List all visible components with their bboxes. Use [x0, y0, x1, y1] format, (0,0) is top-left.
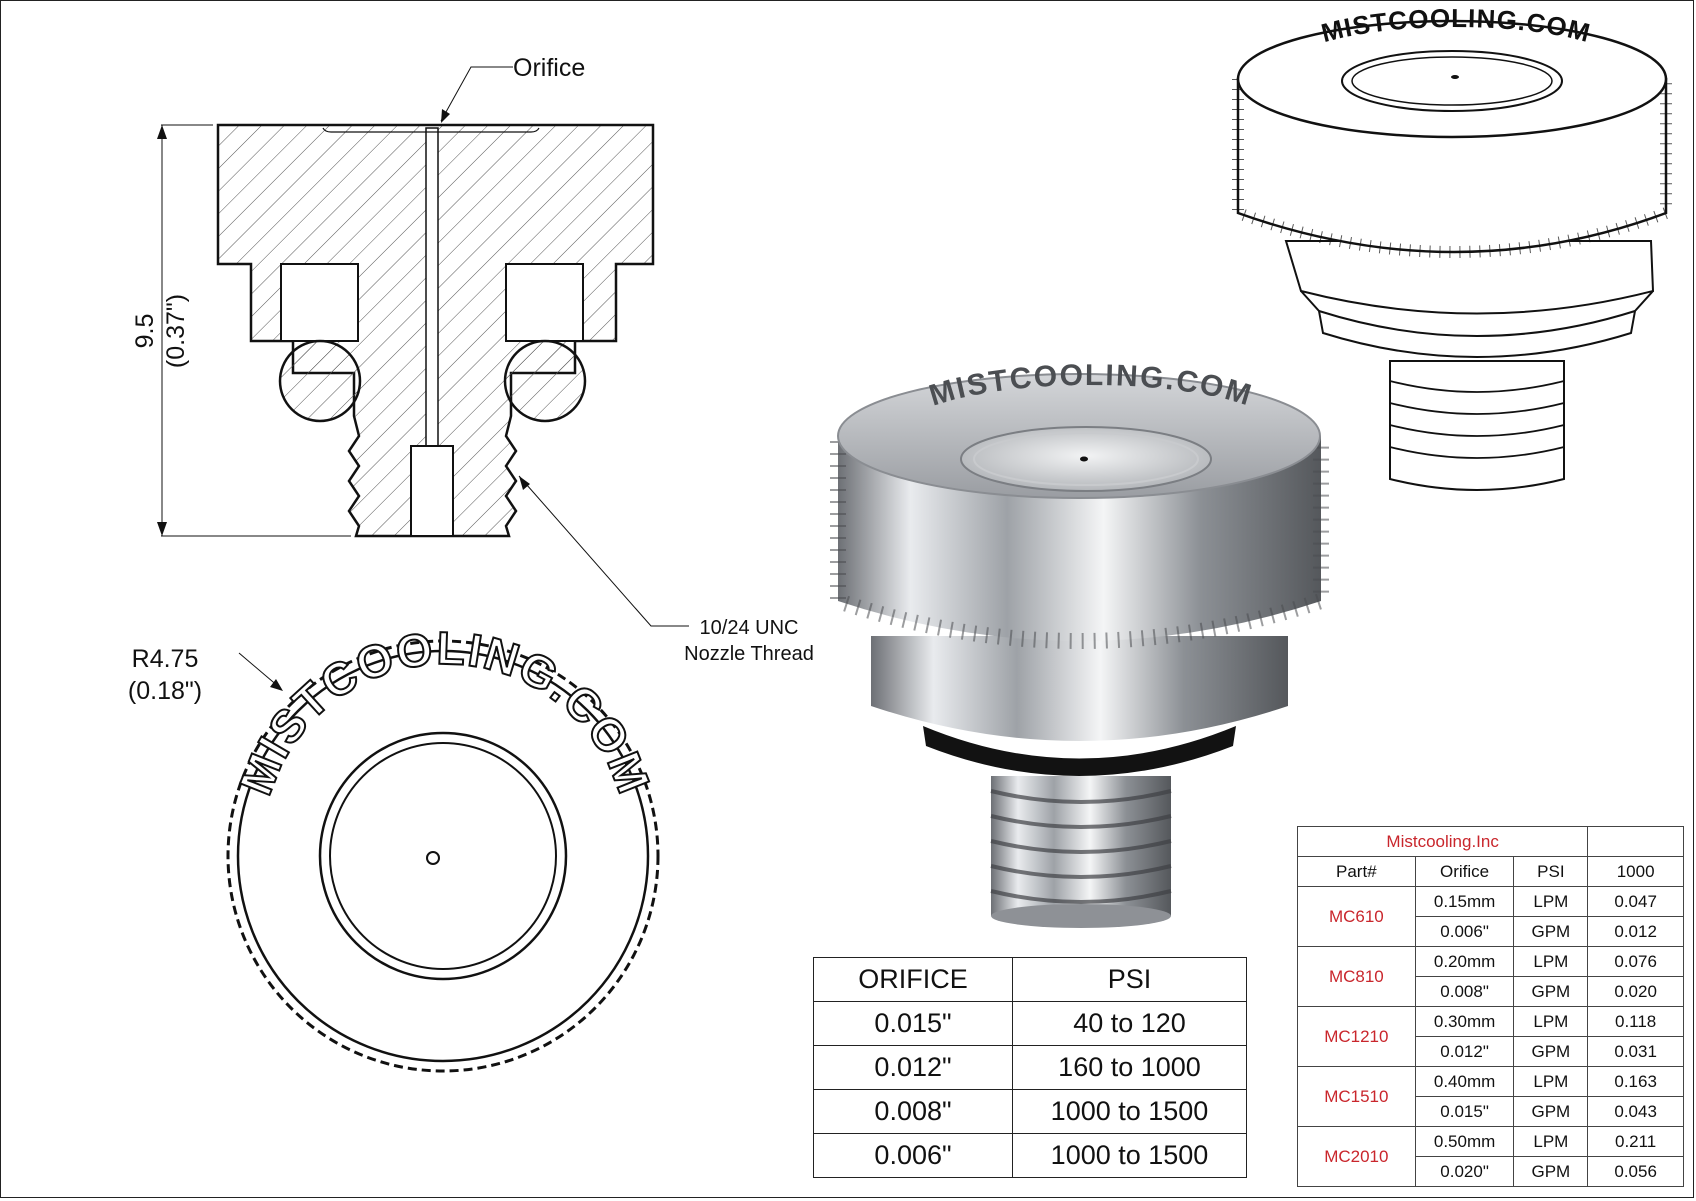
column-header-orifice: Orifice [1414, 856, 1515, 887]
table-header-row: ORIFICE PSI [813, 957, 1247, 1002]
psi-cell: 1000 to 1500 [1012, 1089, 1247, 1134]
table-row: 0.015" GPM 0.043 [1298, 1096, 1684, 1127]
flow-cell: 0.076 [1587, 946, 1684, 977]
table-row: MC2010 0.50mm LPM 0.211 [1297, 1126, 1684, 1187]
flow-cell: 0.012 [1587, 916, 1684, 947]
radius-leader [238, 652, 280, 688]
orifice-cell: 0.020" [1414, 1156, 1515, 1187]
unit-cell: GPM [1513, 976, 1589, 1007]
company-name: Mistcooling.Inc [1296, 826, 1589, 857]
thread-leader [518, 475, 689, 627]
column-header-orifice: ORIFICE [813, 957, 1013, 1002]
flow-cell: 0.020 [1587, 976, 1684, 1007]
table-row: 0.006" GPM 0.012 [1298, 916, 1684, 947]
section-view: 9.5 (0.37") Orifice 10/24 UNC Nozzle Thr… [131, 54, 814, 665]
flow-cell: 0.118 [1587, 1006, 1684, 1037]
orifice-cell: 0.012" [813, 1045, 1013, 1090]
column-header-part: Part# [1297, 856, 1416, 887]
orifice-cell: 0.008" [1414, 976, 1515, 1007]
flow-cell: 0.043 [1587, 1096, 1684, 1127]
orifice-cell: 0.20mm [1414, 946, 1515, 977]
radius-dimension-in: (0.18") [128, 677, 202, 705]
table-row: MC1210 0.30mm LPM 0.118 [1297, 1006, 1684, 1067]
psi-cell: 1000 to 1500 [1012, 1133, 1247, 1178]
orifice-hole [426, 851, 440, 865]
orifice-cell: 0.30mm [1414, 1006, 1515, 1037]
o-ring-right [503, 339, 587, 423]
part-number: MC1210 [1297, 1006, 1416, 1067]
part-number: MC1510 [1297, 1066, 1416, 1127]
o-ring-left [278, 339, 362, 423]
orifice-cell: 0.50mm [1414, 1126, 1515, 1157]
unit-cell: GPM [1513, 1036, 1589, 1067]
orifice-cell: 0.15mm [1414, 886, 1515, 917]
blank-cell [1587, 826, 1684, 857]
company-row: Mistcooling.Inc [1296, 826, 1684, 857]
orifice-psi-table: ORIFICE PSI 0.015" 40 to 120 0.012" 160 … [813, 957, 1247, 1178]
psi-cell: 40 to 120 [1012, 1001, 1247, 1046]
top-view: MISTCOOLING.COM R4.75 (0.18") [128, 621, 660, 1073]
table-row: 0.006" 1000 to 1500 [813, 1133, 1247, 1178]
orifice-cell: 0.40mm [1414, 1066, 1515, 1097]
thread-label-line1: 10/24 UNC [700, 617, 799, 639]
orifice-cell: 0.008" [813, 1089, 1013, 1134]
flow-cell: 0.031 [1587, 1036, 1684, 1067]
unit-cell: LPM [1513, 1126, 1589, 1157]
thread-label-line2: Nozzle Thread [684, 643, 814, 665]
table-row: MC1510 0.40mm LPM 0.163 [1297, 1066, 1684, 1127]
flow-cell: 0.163 [1587, 1066, 1684, 1097]
table-row: 0.012" 160 to 1000 [813, 1045, 1247, 1090]
table-row: MC810 0.20mm LPM 0.076 [1297, 946, 1684, 1007]
unit-cell: LPM [1513, 1066, 1589, 1097]
part-number: MC2010 [1297, 1126, 1416, 1187]
column-header-psi: PSI [1012, 957, 1247, 1002]
flow-rate-spec-table: Mistcooling.Inc Part# Orifice PSI 1000 M… [1296, 826, 1684, 1187]
height-dimension-mm: 9.5 [131, 314, 159, 349]
orifice-leader [440, 66, 513, 122]
orifice-cell: 0.015" [1414, 1096, 1515, 1127]
orifice-cell: 0.006" [1414, 916, 1515, 947]
unit-cell: LPM [1513, 946, 1589, 977]
height-dimension-in: (0.37") [162, 294, 190, 368]
flow-cell: 0.211 [1587, 1126, 1684, 1157]
table-row: 0.008" 1000 to 1500 [813, 1089, 1247, 1134]
table-row: 0.015" 40 to 120 [813, 1001, 1247, 1046]
orifice-cell: 0.015" [813, 1001, 1013, 1046]
isometric-line-view: MISTCOOLING.COM [1232, 3, 1672, 491]
orifice-label: Orifice [513, 54, 585, 82]
column-header-1000: 1000 [1587, 856, 1684, 887]
rendered-nozzle-view: MISTCOOLING.COM [830, 359, 1329, 928]
radius-dimension-mm: R4.75 [132, 645, 199, 673]
unit-cell: GPM [1513, 916, 1589, 947]
knurled-rim [226, 639, 660, 1073]
orifice-cell: 0.006" [813, 1133, 1013, 1178]
unit-cell: LPM [1513, 1006, 1589, 1037]
table-row: 0.020" GPM 0.056 [1298, 1156, 1684, 1187]
unit-cell: GPM [1513, 1096, 1589, 1127]
table-row: MC610 0.15mm LPM 0.047 [1297, 886, 1684, 947]
column-header-psi: PSI [1513, 856, 1589, 887]
flow-cell: 0.047 [1587, 886, 1684, 917]
part-number: MC810 [1297, 946, 1416, 1007]
unit-cell: LPM [1513, 886, 1589, 917]
unit-cell: GPM [1513, 1156, 1589, 1187]
table-row: 0.012" GPM 0.031 [1298, 1036, 1684, 1067]
flow-cell: 0.056 [1587, 1156, 1684, 1187]
orifice-cell: 0.012" [1414, 1036, 1515, 1067]
spec-header-row: Part# Orifice PSI 1000 [1297, 856, 1684, 887]
part-number: MC610 [1297, 886, 1416, 947]
psi-cell: 160 to 1000 [1012, 1045, 1247, 1090]
